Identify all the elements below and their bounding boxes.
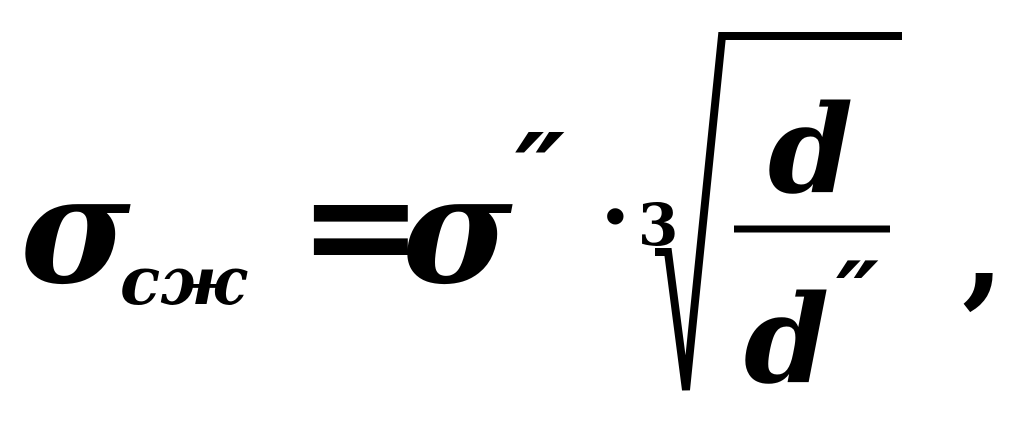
fraction-numerator: d xyxy=(768,77,854,221)
formula-comma: , xyxy=(962,177,1005,321)
fraction-denominator: d xyxy=(744,267,830,411)
formula-double-prime-first: ″ xyxy=(515,110,566,241)
formula-double-prime-second: ″ xyxy=(836,241,879,354)
formula-multiplication-dot: · xyxy=(600,164,631,268)
formula-subscript: сж xyxy=(120,242,247,320)
formula-equals-sign: = xyxy=(298,137,424,313)
formula-sigma-second: σ xyxy=(402,142,513,318)
formula-root-index: 3 xyxy=(638,191,679,259)
formula-sigma-main: σ xyxy=(20,142,131,318)
